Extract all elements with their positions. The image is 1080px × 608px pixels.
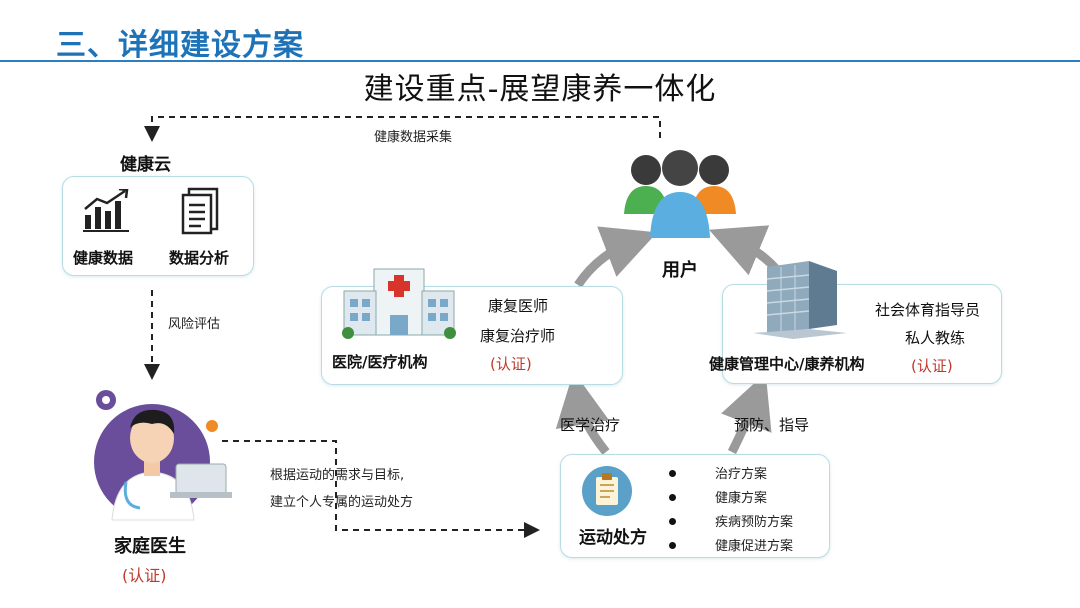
data-collection-arrow [144, 116, 661, 142]
bar-chart-icon [83, 189, 129, 232]
prescription-to-hospital-arrow [555, 371, 610, 455]
family-doctor-cert: (认证) [122, 566, 167, 585]
health-center-name: 健康管理中心/康养机构 [709, 355, 865, 373]
doctor-avatar-icon [94, 390, 232, 521]
section-title: 三、详细建设方案 [56, 28, 304, 63]
health-cloud-title: 健康云 [120, 155, 171, 175]
hospital-role-2: 康复治疗师 [480, 327, 556, 345]
clipboard-icon [582, 466, 632, 516]
hospital-role-1: 康复医师 [488, 297, 549, 315]
hospital-name: 医院/医疗机构 [332, 353, 428, 371]
data-analysis-label: 数据分析 [169, 249, 230, 267]
family-doctor-name: 家庭医生 [114, 536, 186, 557]
prevention-guidance-label: 预防、指导 [734, 416, 810, 434]
office-building-icon [753, 261, 847, 339]
exercise-prescription-box: 运动处方 治疗方案 健康方案 疾病预防方案 健康促进方案 [560, 454, 830, 558]
user-group-icon [624, 150, 736, 238]
hospital-box: 医院/医疗机构 康复医师 康复治疗师 (认证) [321, 268, 623, 385]
doctor-to-prescription-arrow [222, 440, 540, 538]
users-label: 用户 [662, 260, 698, 281]
health-cloud-box: 健康数据 数据分析 [62, 176, 254, 276]
hospital-to-user-arrow [574, 226, 658, 288]
document-icon [181, 187, 219, 235]
header-divider [0, 60, 1080, 62]
health-data-label: 健康数据 [73, 249, 134, 267]
exercise-prescription-title: 运动处方 [579, 528, 647, 548]
risk-assessment-label: 风险评估 [168, 317, 221, 332]
health-center-cert: (认证) [911, 357, 953, 375]
doctor-note-line-2: 建立个人专属的运动处方 [270, 495, 414, 510]
health-center-role-1: 社会体育指导员 [875, 301, 981, 319]
main-title: 建设重点-展望康养一体化 [363, 72, 717, 107]
doctor-note-line-1: 根据运动的需求与目标, [270, 468, 405, 483]
health-center-role-2: 私人教练 [905, 329, 966, 347]
medical-treatment-label: 医学治疗 [560, 416, 621, 434]
health-center-box: 健康管理中心/康养机构 社会体育指导员 私人教练 (认证) [709, 261, 1002, 384]
prescription-to-center-arrow [721, 372, 772, 455]
hospital-icon [342, 268, 456, 339]
data-collection-label: 健康数据采集 [374, 130, 453, 145]
hospital-cert: (认证) [490, 355, 532, 373]
